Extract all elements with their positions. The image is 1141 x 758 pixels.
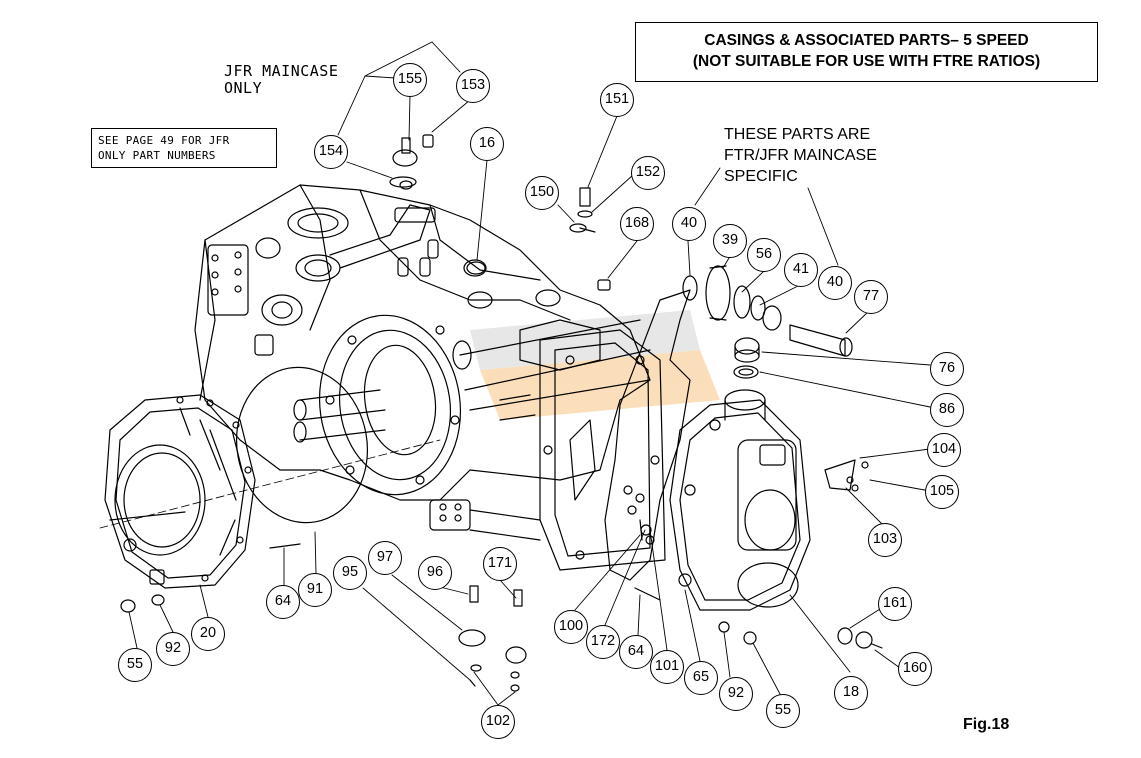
callout-103: 103 bbox=[868, 523, 902, 557]
callout-151: 151 bbox=[600, 83, 634, 117]
callout-18: 18 bbox=[834, 676, 868, 710]
callout-40-right: 40 bbox=[818, 266, 852, 300]
main-casing bbox=[194, 184, 666, 571]
jfr-maincase-label: JFR MAINCASE ONLY bbox=[224, 63, 338, 97]
callout-95: 95 bbox=[333, 556, 367, 590]
title-box: CASINGS & ASSOCIATED PARTS– 5 SPEED (NOT… bbox=[635, 22, 1098, 82]
callout-105: 105 bbox=[925, 475, 959, 509]
title-line-2: (NOT SUITABLE FOR USE WITH FTRE RATIOS) bbox=[692, 53, 1041, 70]
note-box: SEE PAGE 49 FOR JFR ONLY PART NUMBERS bbox=[91, 128, 277, 168]
callout-41: 41 bbox=[784, 253, 818, 287]
callout-65: 65 bbox=[684, 661, 718, 695]
specific-label-line-2: FTR/JFR MAINCASE bbox=[724, 147, 877, 164]
callout-16: 16 bbox=[470, 127, 504, 161]
callout-152: 152 bbox=[631, 156, 665, 190]
jfr-label-line-2: ONLY bbox=[224, 79, 263, 97]
note-line-2: ONLY PART NUMBERS bbox=[98, 149, 216, 162]
callout-102: 102 bbox=[481, 705, 515, 739]
title-line-1: CASINGS & ASSOCIATED PARTS– 5 SPEED bbox=[704, 32, 1029, 49]
callout-40-left: 40 bbox=[672, 207, 706, 241]
callout-86: 86 bbox=[930, 393, 964, 427]
callout-154: 154 bbox=[314, 135, 348, 169]
specific-parts-label: THESE PARTS ARE FTR/JFR MAINCASE SPECIFI… bbox=[724, 124, 877, 187]
specific-label-line-1: THESE PARTS ARE bbox=[724, 126, 871, 143]
callout-56: 56 bbox=[747, 238, 781, 272]
callout-150: 150 bbox=[525, 176, 559, 210]
o-ring bbox=[235, 366, 369, 524]
callout-171: 171 bbox=[483, 547, 517, 581]
callout-161: 161 bbox=[878, 587, 912, 621]
callout-160: 160 bbox=[898, 652, 932, 686]
callout-76: 76 bbox=[930, 352, 964, 386]
callout-101: 101 bbox=[650, 650, 684, 684]
gasket bbox=[604, 289, 691, 581]
callout-100: 100 bbox=[554, 610, 588, 644]
callout-77: 77 bbox=[854, 280, 888, 314]
callout-91: 91 bbox=[298, 573, 332, 607]
small-parts bbox=[120, 134, 883, 692]
front-cover bbox=[99, 394, 441, 589]
callout-55-left: 55 bbox=[118, 648, 152, 682]
callout-39: 39 bbox=[713, 224, 747, 258]
specific-label-line-3: SPECIFIC bbox=[724, 168, 798, 185]
callout-172: 172 bbox=[586, 625, 620, 659]
callout-168: 168 bbox=[620, 207, 654, 241]
callout-96: 96 bbox=[418, 556, 452, 590]
callout-153: 153 bbox=[456, 69, 490, 103]
callout-155: 155 bbox=[393, 63, 427, 97]
callout-104: 104 bbox=[927, 433, 961, 467]
jfr-label-line-1: JFR MAINCASE bbox=[224, 62, 339, 80]
callout-92-left: 92 bbox=[156, 632, 190, 666]
gear-cluster bbox=[682, 265, 853, 379]
note-line-1: SEE PAGE 49 FOR JFR bbox=[98, 134, 230, 147]
callout-64-right: 64 bbox=[619, 635, 653, 669]
callout-64-left: 64 bbox=[266, 585, 300, 619]
rear-housing bbox=[669, 389, 811, 611]
leader-lines bbox=[128, 41, 931, 706]
callout-20: 20 bbox=[191, 617, 225, 651]
figure-label: Fig.18 bbox=[963, 716, 1010, 733]
callout-55-right: 55 bbox=[766, 694, 800, 728]
callout-92-right: 92 bbox=[719, 677, 753, 711]
callout-97: 97 bbox=[368, 541, 402, 575]
